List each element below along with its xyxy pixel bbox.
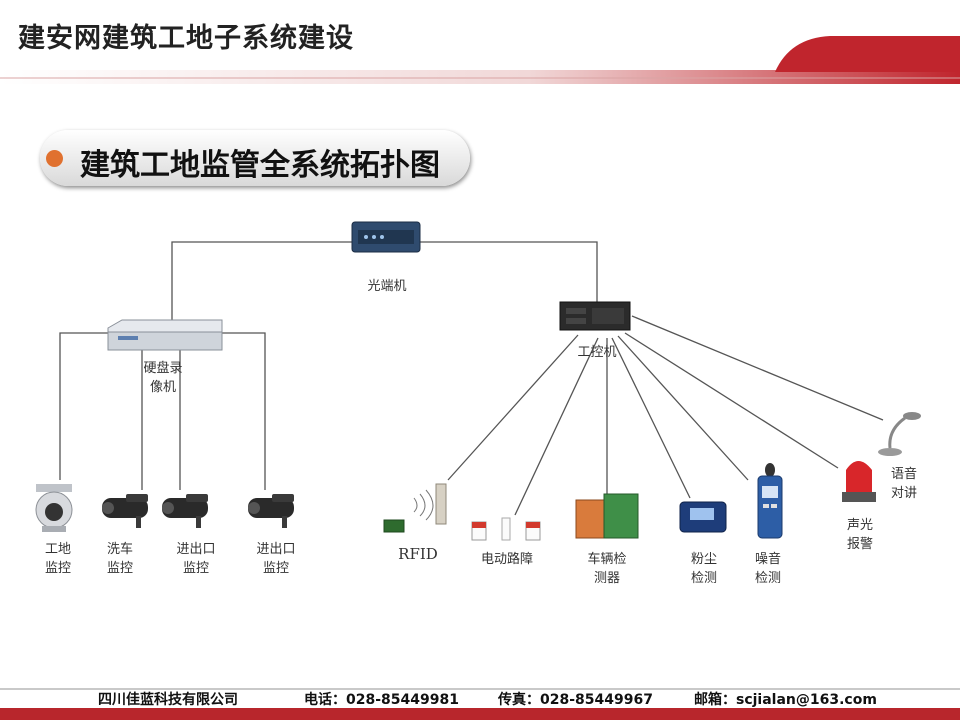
footer-divider: [0, 688, 960, 690]
connection-lines: [59, 241, 884, 516]
footer-email: 邮箱：scjialan@163.com: [694, 692, 877, 708]
alarm-light-icon: [842, 461, 876, 502]
rfid-reader-icon: [383, 483, 447, 533]
line-dvr-cam1: [59, 332, 110, 480]
intercom-label: 语音对讲: [890, 467, 917, 501]
noise-meter-icon: [757, 463, 783, 539]
line-ipc-noise: [617, 335, 749, 481]
camera-label: 洗车监控: [106, 542, 133, 576]
line-dvr-cam4: [222, 332, 266, 490]
line-optical-ipc: [420, 241, 598, 302]
bullet-camera-icon: [248, 494, 294, 528]
intercom-microphone-icon: [878, 412, 921, 456]
bullet-camera-icon: [102, 494, 148, 528]
line-ipc-barrier: [514, 337, 599, 516]
page-title: 建安网建筑工地子系统建设: [18, 23, 354, 54]
dust-detector-label: 粉尘检测: [690, 552, 717, 586]
optical-terminal-label: 光端机: [367, 279, 407, 294]
vehicle-detector-icon: [575, 493, 639, 539]
header-red-tab: [775, 36, 960, 72]
alarm-label: 声光报警: [846, 518, 873, 552]
barrier-label: 电动路障: [480, 552, 533, 567]
dvr-label-line1: 硬盘录: [143, 361, 183, 376]
optical-terminal-icon: [351, 221, 421, 253]
line-optical-dvr: [171, 241, 355, 323]
camera-label: 进出口监控: [256, 542, 296, 576]
bullet-icon: [46, 150, 63, 167]
line-ipc-alarm: [624, 332, 839, 469]
dome-camera-icon: [35, 484, 73, 532]
section-title: 建筑工地监管全系统拓扑图: [80, 148, 440, 183]
footer-company: 四川佳蓝科技有限公司: [98, 692, 238, 708]
vehicle-detector-label: 车辆检测器: [587, 552, 627, 586]
rfid-label: RFID: [398, 545, 438, 563]
line-ipc-dust: [611, 337, 691, 499]
header-underline: [0, 70, 960, 84]
footer-bar: [0, 708, 960, 720]
section-pill: [40, 130, 470, 186]
camera-label: 工地监控: [44, 542, 71, 576]
header-band: [0, 36, 960, 84]
road-barrier-icon: [471, 517, 541, 541]
camera-label: 进出口监控: [176, 542, 216, 576]
bullet-camera-icon: [162, 494, 208, 528]
line-ipc-rfid: [447, 334, 579, 481]
noise-meter-label: 噪音检测: [754, 552, 781, 586]
industrial-pc-icon: [559, 301, 631, 331]
dust-detector-icon: [679, 501, 727, 533]
footer-phone: 电话：028-85449981: [304, 692, 459, 708]
dvr-icon: [107, 319, 223, 351]
industrial-pc-label: 工控机: [577, 345, 617, 360]
dvr-label-line2: 像机: [149, 380, 176, 395]
line-ipc-intercom: [631, 315, 884, 421]
footer-fax: 传真：028-85449967: [498, 692, 653, 708]
